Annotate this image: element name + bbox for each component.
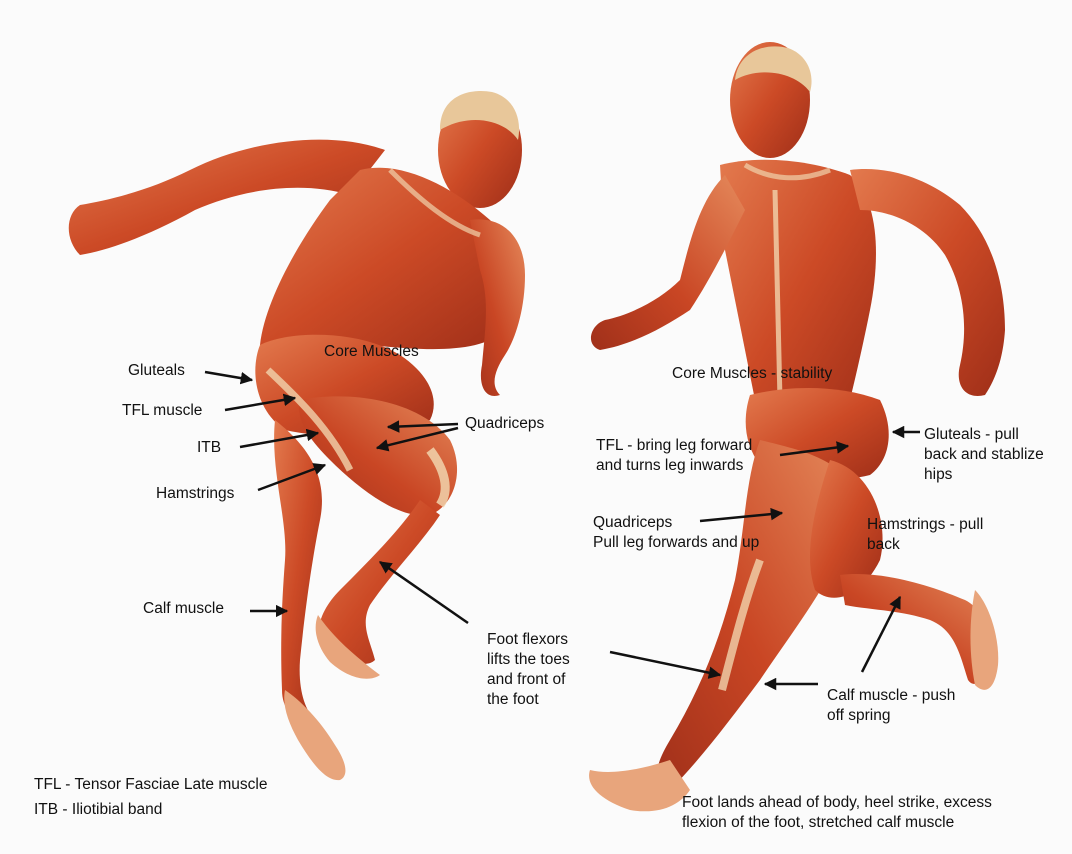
legend-tfl: TFL - Tensor Fasciae Late muscle [34,775,267,795]
label-left-calf: Calf muscle [143,599,224,619]
arrow-foot-flexors-right [610,652,720,675]
right-figure-back-foot [970,590,998,690]
label-right-hamstrings: Hamstrings - pull back [867,515,983,555]
label-right-core: Core Muscles - stability [672,364,832,384]
label-right-calf: Calf muscle - push off spring [827,686,955,726]
label-left-itb: ITB [197,438,221,458]
arrow-foot-flexors-left [380,562,468,623]
label-left-hamstrings: Hamstrings [156,484,234,504]
legend-itb: ITB - Iliotibial band [34,800,162,820]
right-figure-forward-arm [591,175,745,350]
right-figure-torso [720,160,876,424]
label-left-quadriceps: Quadriceps [465,414,544,434]
label-foot-flexors: Foot flexors lifts the toes and front of… [487,630,570,710]
left-figure-standing-foot [284,690,345,780]
label-right-gluteals: Gluteals - pull back and stablize hips [924,425,1044,485]
label-right-quadriceps: Quadriceps Pull leg forwards and up [593,513,759,553]
label-foot-lands: Foot lands ahead of body, heel strike, e… [682,793,992,833]
label-left-tfl: TFL muscle [122,401,202,421]
arrow-left-gluteals [205,372,252,380]
label-left-core: Core Muscles [324,342,419,362]
label-left-gluteals: Gluteals [128,361,185,381]
label-right-tfl: TFL - bring leg forward and turns leg in… [596,436,752,476]
left-figure-standing-leg [274,420,322,721]
right-figure-forward-foot [589,760,690,811]
